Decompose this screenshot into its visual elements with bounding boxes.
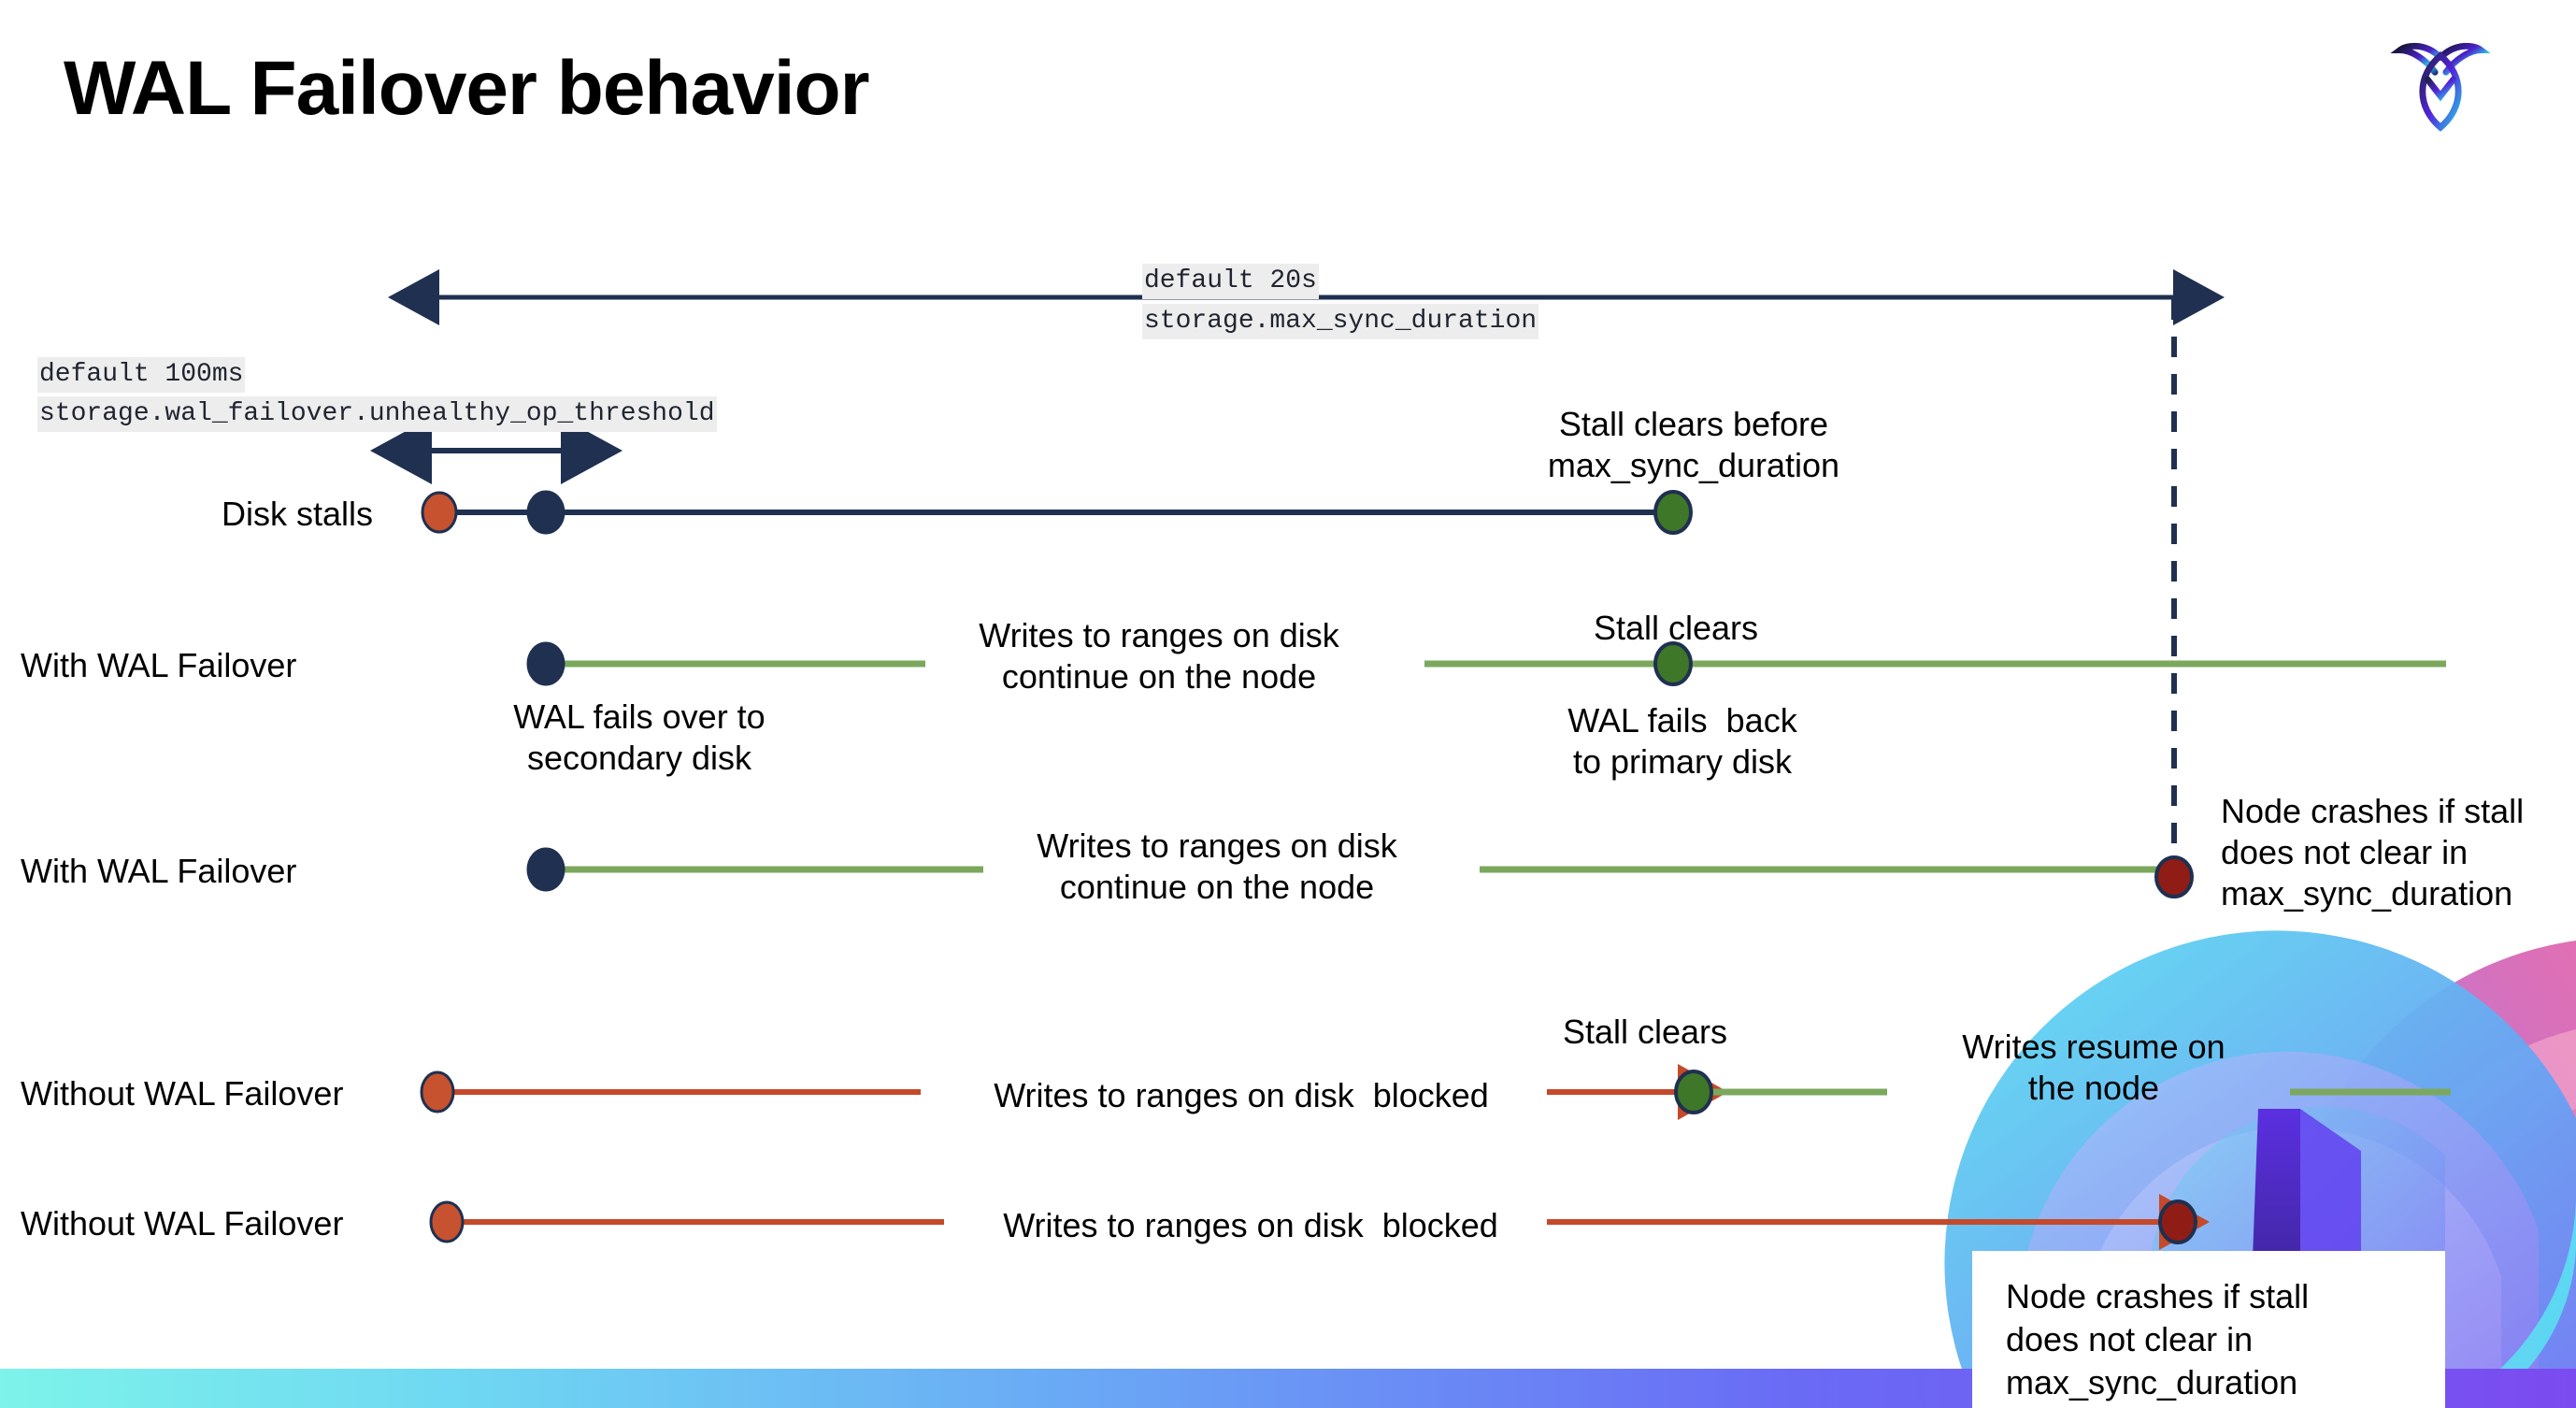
- note-wal-fails-over: WAL fails over to secondary disk: [513, 697, 766, 777]
- max-sync-setting-chip: storage.max_sync_duration: [1142, 304, 1539, 339]
- cockroach-logo-icon: [2390, 42, 2491, 132]
- unhealthy-op-default-chip: default 100ms: [37, 357, 246, 393]
- note-node-crashes-row3: Node crashes if stall does not clear in …: [2221, 792, 2525, 912]
- note-writes-continue-2: Writes to ranges on disk continue on the…: [1037, 826, 1397, 906]
- note-stall-clears-before: Stall clears before max_sync_duration: [1547, 405, 1840, 484]
- note-stall-clears-row4: Stall clears: [1562, 1013, 1728, 1051]
- stall-clear-dot: [1653, 490, 1693, 535]
- stall-start-dot: [429, 1200, 465, 1243]
- row-without-wal-failover-1-track: [420, 1064, 2451, 1120]
- callout-node-crashes: Node crashes if stall does not clear in …: [1972, 1251, 2445, 1408]
- row-without-wal-failover-2-track: [429, 1194, 2210, 1250]
- row-with-wal-failover-2-track: [526, 847, 2194, 898]
- stall-start-dot: [420, 1070, 455, 1113]
- note-writes-continue-1: Writes to ranges on disk continue on the…: [979, 616, 1339, 696]
- note-writes-blocked-2: Writes to ranges on disk blocked: [1003, 1206, 1498, 1244]
- failover-dot: [526, 641, 565, 686]
- page-title: WAL Failover behavior: [64, 46, 870, 131]
- max-sync-default-chip: default 20s: [1142, 264, 1319, 299]
- row-label-without-wal-failover-2: Without WAL Failover: [21, 1204, 344, 1243]
- row-label-with-wal-failover-2: With WAL Failover: [21, 852, 297, 890]
- stall-clear-dot: [1653, 641, 1693, 686]
- node-crash-dot: [2154, 855, 2194, 898]
- note-writes-resume: Writes resume on the node: [1962, 1027, 2225, 1107]
- node-crash-dot: [2158, 1200, 2197, 1244]
- failover-dot: [526, 847, 565, 892]
- row-label-with-wal-failover-1: With WAL Failover: [21, 646, 297, 684]
- row-with-wal-failover-1-track: [526, 641, 2446, 686]
- stall-clear-dot: [1674, 1070, 1713, 1114]
- note-writes-blocked-1: Writes to ranges on disk blocked: [994, 1076, 1489, 1114]
- stall-start-dot: [421, 491, 458, 534]
- row-label-without-wal-failover-1: Without WAL Failover: [21, 1074, 344, 1113]
- unhealthy-op-setting-chip: storage.wal_failover.unhealthy_op_thresh…: [37, 396, 717, 432]
- note-wal-fails-back: WAL fails back to primary disk: [1567, 701, 1797, 781]
- failover-trigger-dot: [526, 490, 565, 535]
- row-disk-stalls-track: [421, 490, 1693, 535]
- note-stall-clears-row2: Stall clears: [1593, 609, 1759, 647]
- row-label-disk-stalls: Disk stalls: [222, 495, 374, 533]
